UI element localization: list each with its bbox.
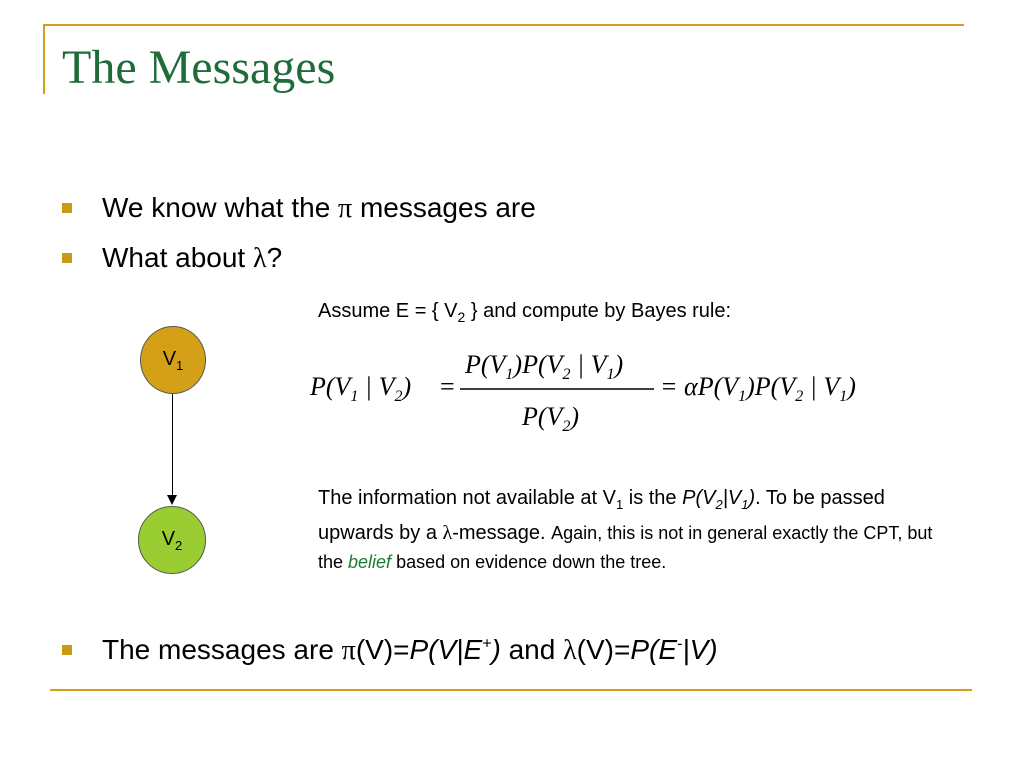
equation-numerator: P(V1)P(V2 | V1) [464,350,623,383]
slide-title: The Messages [62,41,336,94]
bayes-equation: P(V1 | V2) = P(V1)P(V2 | V1) P(V2) = αP(… [310,350,856,435]
node-v2: V2 [138,506,206,574]
frame-top-rule [43,24,964,26]
equation-lhs: P(V1 | V2) [310,372,411,405]
bullet-square-icon [62,203,72,213]
node-v1-label: V1 [162,347,184,373]
bullet-text: We know what the π messages are [102,192,536,224]
assume-text: Assume E = { V2 } and compute by Bayes r… [318,300,732,325]
node-v1: V1 [140,326,206,394]
equation-equals: = [440,372,455,401]
node-v2-label: V2 [161,527,183,553]
info-paragraph: The information not available at V1 is t… [318,487,933,572]
bullet-text: What about λ? [102,242,283,274]
belief-emphasis: belief [348,552,392,572]
bullet-square-icon [62,253,72,263]
frame-left-accent [43,24,45,94]
arrowhead-icon [167,495,177,505]
equation-denominator: P(V2) [521,402,579,435]
edge-v1-v2 [172,394,173,497]
equation-rhs: = αP(V1)P(V2 | V1) [660,372,856,405]
bullet-text: The messages are π(V)=P(V|E+) and λ(V)=P… [102,634,718,666]
frame-bottom-rule [50,689,972,691]
bullet-square-icon [62,645,72,655]
